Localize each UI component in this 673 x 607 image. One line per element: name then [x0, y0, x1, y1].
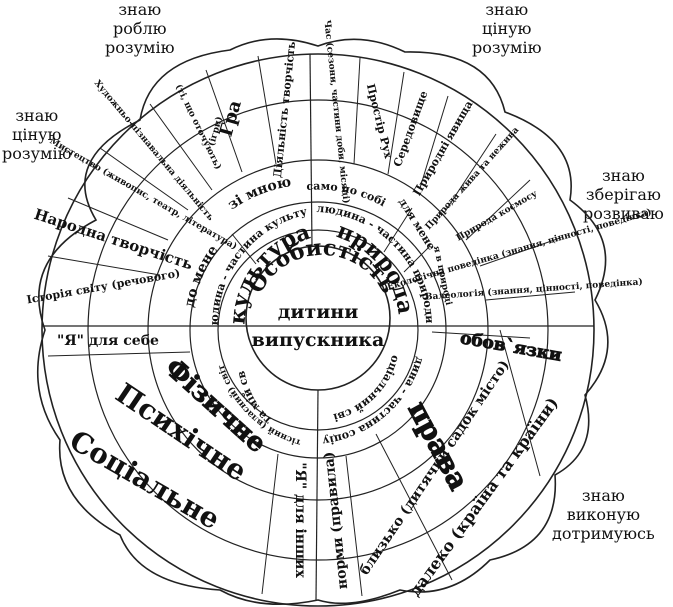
sector-line	[99, 147, 189, 211]
ring-3	[147, 159, 489, 501]
label-pryroda-kosmosu: Природа космосу	[455, 189, 540, 244]
divider-vertical-bottom	[315, 389, 319, 601]
sector-line	[485, 291, 576, 301]
sector-line	[231, 233, 257, 265]
sector-line	[353, 57, 361, 165]
label-seredovyshche: Середовище	[391, 89, 431, 168]
center-line2: дитини	[278, 301, 359, 323]
corner-top-right: знаю ціную розумію	[472, 0, 542, 57]
sector-line	[431, 331, 531, 339]
corner-right: знаю зберігаю розвиваю	[583, 166, 664, 223]
label-ya-dlya-inshykh: "Я" для інших	[292, 462, 308, 578]
divider-vertical-top	[309, 53, 313, 247]
sector-line	[67, 197, 169, 241]
label-chas: Час (сезони, частини доби, місяці)	[321, 19, 351, 204]
sector-line	[261, 453, 279, 595]
sector-line	[383, 207, 413, 253]
sector-line	[403, 245, 431, 273]
corner-bottom-right: знаю виконую дотримуюсь	[552, 486, 655, 543]
corner-top-left: знаю роблю розумію	[105, 0, 175, 57]
ring-2	[189, 201, 447, 459]
sector-line	[465, 179, 531, 241]
sector-line	[47, 255, 161, 276]
outer-circle	[41, 53, 595, 607]
corner-left: знаю ціную розумію	[2, 106, 72, 163]
label-ya-dlya-sebe: "Я" для себе	[57, 333, 159, 349]
label-prostir: Простір Рух	[364, 82, 395, 160]
sector-line	[257, 55, 277, 165]
ring-4	[87, 99, 549, 561]
label-diyalnist: Діяльність творчість	[271, 40, 298, 178]
sector-line	[205, 69, 243, 173]
sector-line	[445, 133, 497, 211]
sector-line	[375, 433, 453, 581]
outer-frame	[36, 38, 609, 606]
label-normy: норми (правила)	[321, 451, 351, 590]
label-valeolohiya: Валеологія (знання, цінності, поведінка)	[425, 276, 643, 302]
sector-line	[419, 95, 449, 189]
sector-line	[479, 237, 561, 267]
sector-line	[387, 71, 405, 175]
label-istoriya: Історія світу (речового)	[26, 267, 181, 307]
center-line3: випускника	[252, 329, 385, 351]
sector-line	[499, 329, 541, 477]
sector-line	[47, 351, 191, 357]
sector-line	[149, 103, 213, 191]
sector-line	[345, 455, 363, 597]
